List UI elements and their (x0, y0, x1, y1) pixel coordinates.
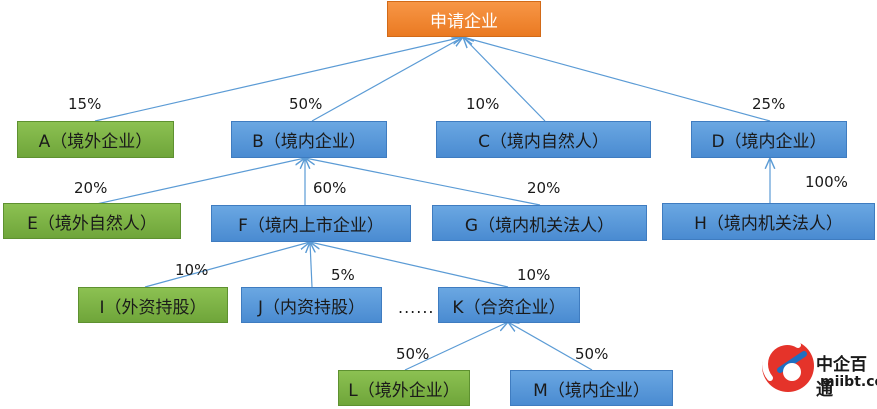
node-h: H（境内机关法人） (662, 203, 875, 240)
edge-m-k (508, 322, 593, 371)
brand-url: miibt.com (820, 374, 877, 390)
edge-g-b (305, 158, 541, 206)
pct-a: 15% (68, 95, 102, 113)
edge-e-b (91, 158, 305, 206)
node-m: M（境内企业） (510, 370, 673, 406)
pct-g: 20% (527, 179, 561, 197)
edge-b-root (311, 37, 463, 122)
node-f: F（境内上市企业） (211, 205, 411, 242)
pct-j: 5% (331, 266, 355, 284)
node-j: J（内资持股） (241, 287, 382, 323)
pct-i: 10% (175, 261, 209, 279)
pct-k: 10% (517, 266, 551, 284)
edge-c-root (463, 37, 546, 122)
node-e: E（境外自然人） (3, 203, 181, 239)
pct-m: 50% (575, 345, 609, 363)
node-i: I（外资持股） (78, 287, 228, 323)
node-d: D（境内企业） (691, 121, 847, 158)
brand-name: 中企百通 (816, 355, 867, 400)
pct-l: 50% (396, 345, 430, 363)
pct-d: 25% (752, 95, 786, 113)
edge-d-root (463, 37, 771, 122)
node-b: B（境内企业） (231, 121, 387, 158)
edge-l-k (404, 322, 508, 371)
brand-logo-icon (762, 339, 814, 392)
pct-f: 60% (313, 179, 347, 197)
node-a: A（境外企业） (17, 121, 174, 158)
node-k: K（合资企业） (438, 287, 580, 323)
pct-e: 20% (74, 179, 108, 197)
edge-a-root (94, 37, 463, 122)
edge-i-f (144, 242, 310, 288)
node-root: 申请企业 (387, 1, 541, 37)
edge-k-f (310, 242, 509, 288)
node-l: L（境外企业） (338, 370, 470, 406)
edge-j-f (310, 242, 312, 288)
pct-h: 100% (805, 173, 848, 191)
ellipsis: ...... (398, 298, 435, 317)
pct-c: 10% (466, 95, 500, 113)
node-c: C（境内自然人） (436, 121, 651, 158)
pct-b: 50% (289, 95, 323, 113)
node-g: G（境内机关法人） (432, 205, 647, 241)
